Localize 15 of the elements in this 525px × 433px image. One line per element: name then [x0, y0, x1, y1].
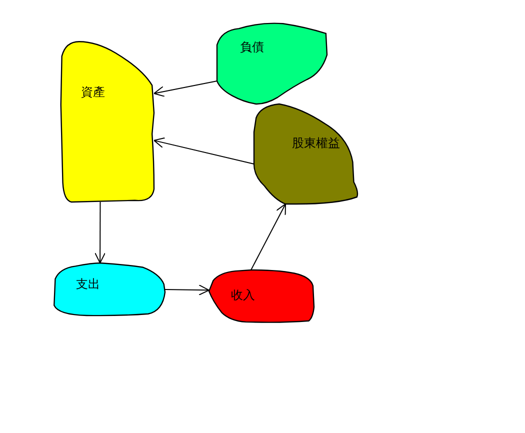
- node-label: 支出: [76, 277, 100, 291]
- arrow: [154, 80, 218, 97]
- node-label: 資產: [81, 85, 105, 99]
- node-label: 負債: [240, 40, 264, 54]
- node-label: 收入: [231, 288, 255, 302]
- blob-node: [53, 263, 165, 316]
- arrow: [164, 284, 210, 296]
- arrow: [250, 204, 286, 270]
- blob-node: [209, 270, 314, 323]
- blob-node: [217, 22, 327, 104]
- node-label: 股東權益: [292, 136, 340, 150]
- blob-node: [58, 40, 154, 202]
- arrow: [154, 137, 254, 164]
- blob-node: [254, 104, 359, 204]
- arrow: [94, 202, 106, 264]
